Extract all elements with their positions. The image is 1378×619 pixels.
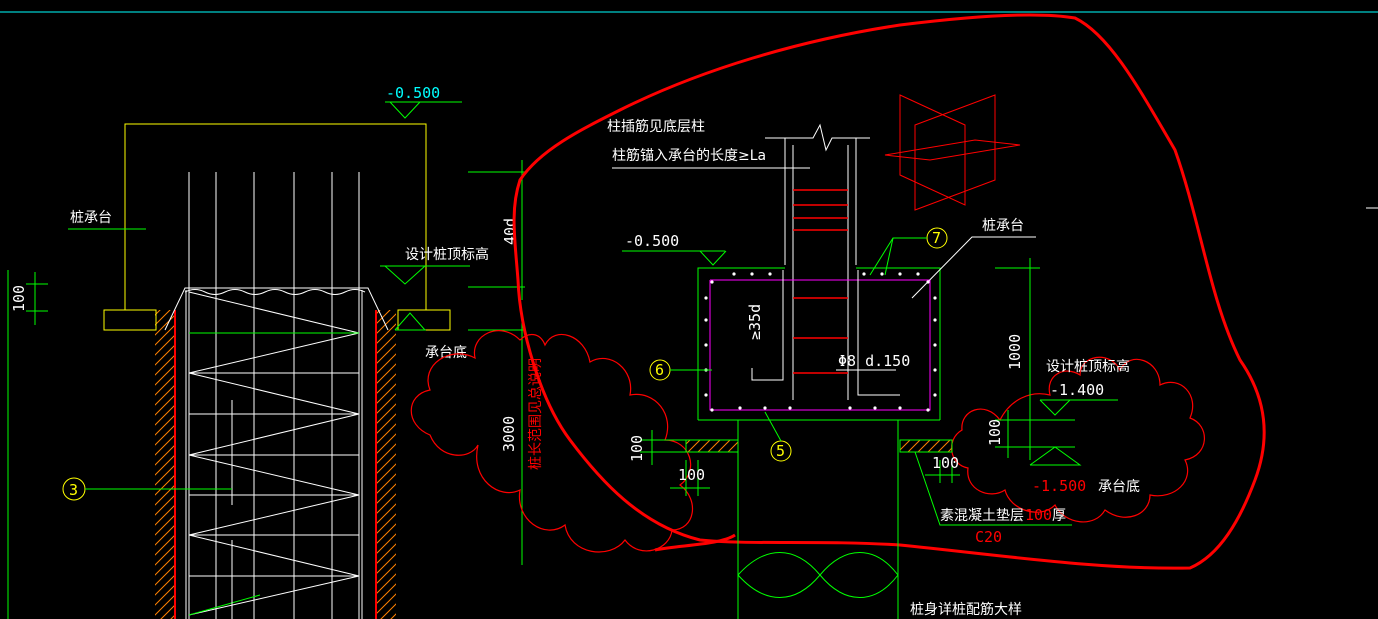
dim-100-b: 100: [678, 466, 705, 484]
elevation-red: -1.500: [1032, 477, 1086, 495]
bedding-unit: 厚: [1052, 508, 1066, 524]
cap-bottom-left: 承台底: [425, 345, 467, 361]
circle-3: 3: [69, 481, 78, 499]
elevation-left: -0.500: [386, 84, 440, 102]
elevation-right: -1.400: [1050, 381, 1104, 399]
bedding-thickness: 100: [1025, 506, 1052, 524]
pile-cap-label-left: 桩承台: [70, 209, 112, 226]
cloud-right: [951, 356, 1205, 523]
cloud-left: [410, 330, 694, 553]
concrete-grade: C20: [975, 528, 1002, 546]
note-column-rebar-2: 柱筋锚入承台的长度≥La: [612, 147, 766, 164]
bedding-label: 素混凝土垫层: [940, 508, 1024, 524]
pile-section-left: -0.500 桩承台 100 设计桩顶标高 承台底 40d 3000 桩长范围见…: [7, 84, 544, 619]
stirrup-label: Φ8 d.150: [838, 352, 910, 370]
circle-6: 6: [655, 361, 664, 379]
elevation-mid: -0.500: [625, 232, 679, 250]
dim-100-d: 100: [986, 419, 1004, 446]
design-pile-top-right: 设计桩顶标高: [1046, 358, 1130, 375]
design-pile-top-left: 设计桩顶标高: [405, 246, 489, 263]
view-cube-icon: [884, 94, 1021, 211]
dim-1000: 1000: [1006, 334, 1024, 370]
cap-bottom-right: 承台底: [1098, 479, 1140, 495]
bottom-note: 桩身详桩配筋大样: [910, 601, 1022, 618]
revision-clouds: [410, 330, 1205, 553]
pile-cap-label-right: 桩承台: [982, 217, 1024, 234]
circle-5: 5: [776, 442, 785, 460]
pile-cap-outline: [124, 123, 427, 310]
dim-100-a: 100: [628, 435, 646, 462]
soil-hatch-right: [376, 310, 396, 619]
longitudinal-bars: [188, 172, 360, 619]
dim-35d: ≥35d: [746, 304, 764, 340]
dim-100-c: 100: [932, 454, 959, 472]
freehand-markup: [512, 13, 1266, 570]
circle-7: 7: [932, 229, 941, 247]
dim-100-left: 100: [10, 285, 28, 312]
spiral-stirrup: [188, 291, 360, 616]
note-column-rebar-1: 柱插筋见底层柱: [607, 118, 705, 135]
red-vertical-note: 桩长范围见总说明: [527, 358, 544, 470]
pile-cap-detail: 柱插筋见底层柱 柱筋锚入承台的长度≥La: [607, 118, 1140, 619]
dim-3000: 3000: [500, 416, 518, 452]
soil-hatch-left: [155, 310, 175, 619]
